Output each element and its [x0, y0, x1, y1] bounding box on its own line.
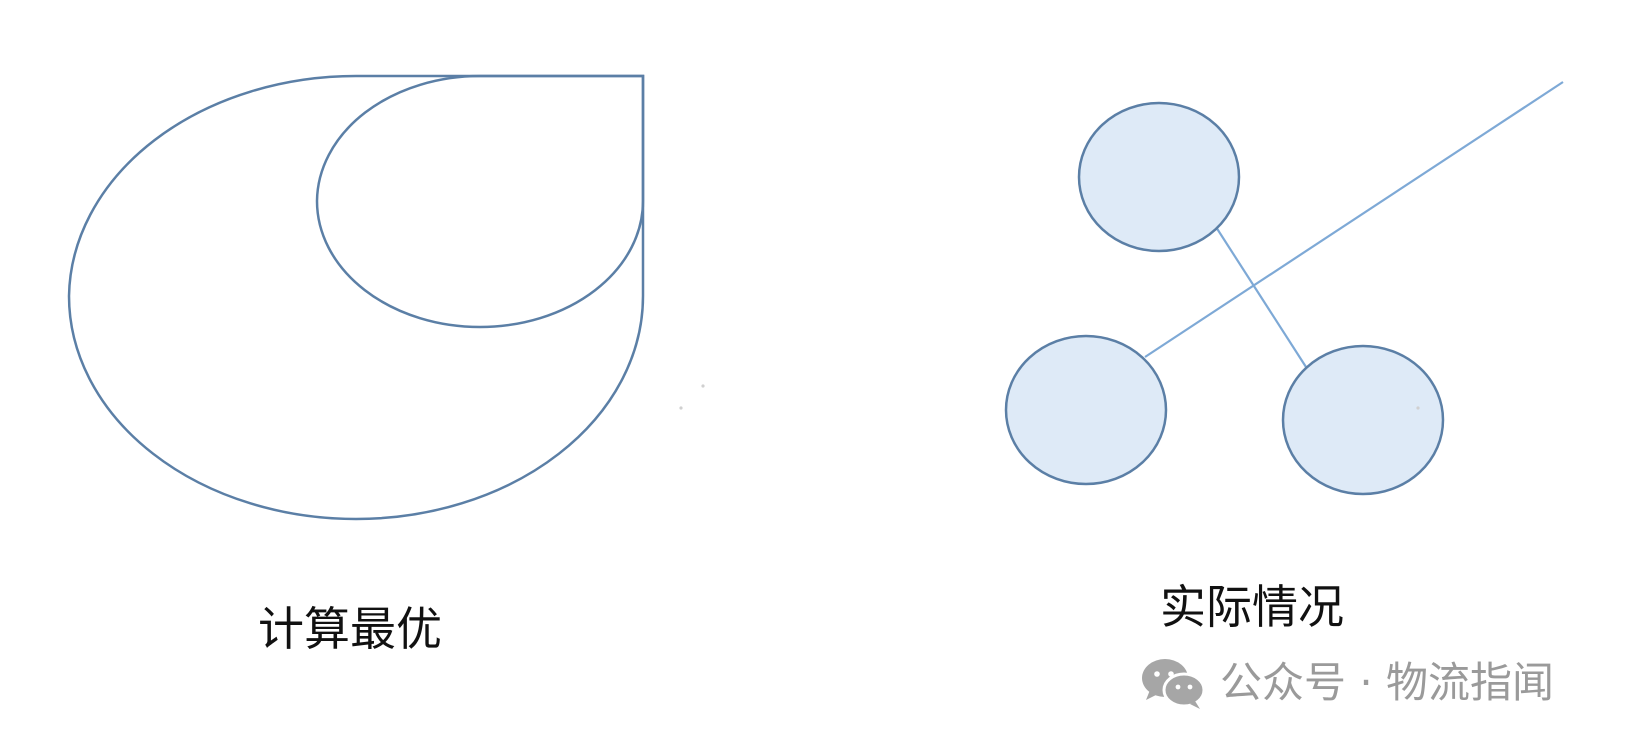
node-bottom-left: [1004, 334, 1168, 486]
node-bottom-right: [1281, 344, 1445, 496]
long-connector-line: [1144, 81, 1564, 358]
stray-specks: [679, 384, 1420, 410]
speck: [701, 384, 705, 388]
watermark-text: 公众号 · 物流指闻: [1220, 658, 1555, 707]
speck: [1416, 406, 1420, 410]
inner-teardrop-shape: [315, 74, 645, 329]
caption-optimal: 计算最优: [258, 602, 442, 656]
outer-teardrop-shape: [67, 74, 645, 521]
short-connector-line: [1215, 226, 1307, 368]
node-top: [1077, 101, 1241, 253]
speck: [679, 406, 683, 410]
watermark: 公众号 · 物流指闻: [1140, 656, 1554, 710]
caption-actual: 实际情况: [1160, 580, 1344, 634]
actual-network-group: [1004, 81, 1564, 496]
optimal-shape-group: [67, 74, 645, 521]
wechat-icon: [1140, 656, 1206, 710]
